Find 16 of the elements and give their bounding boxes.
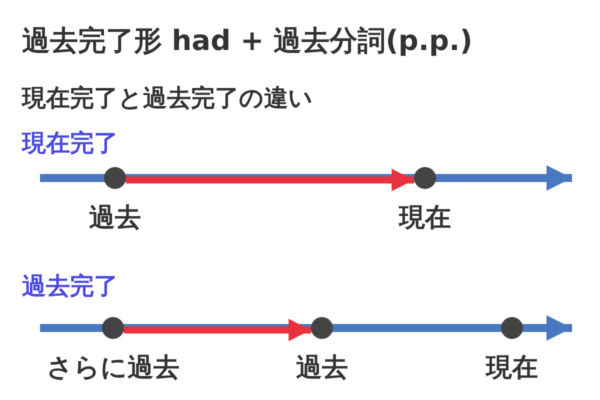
- timeline-dot: [311, 317, 333, 339]
- arrow: [124, 318, 311, 342]
- time-label: 過去: [89, 202, 141, 235]
- subtitle: 現在完了と過去完了の違い: [22, 83, 313, 114]
- timeline-dot: [102, 317, 124, 339]
- arrow: [126, 168, 414, 192]
- time-label: 現在: [399, 202, 451, 235]
- section-heading: 過去完了: [22, 271, 118, 302]
- time-label: 過去: [296, 352, 348, 385]
- timeline-dot: [501, 317, 523, 339]
- time-label: 現在: [486, 352, 538, 385]
- section-heading: 現在完了: [22, 128, 118, 159]
- timeline-dot: [414, 167, 436, 189]
- title: 過去完了形 had + 過去分詞(p.p.): [22, 23, 473, 59]
- time-label: さらに過去: [46, 352, 180, 385]
- timeline-dot: [104, 167, 126, 189]
